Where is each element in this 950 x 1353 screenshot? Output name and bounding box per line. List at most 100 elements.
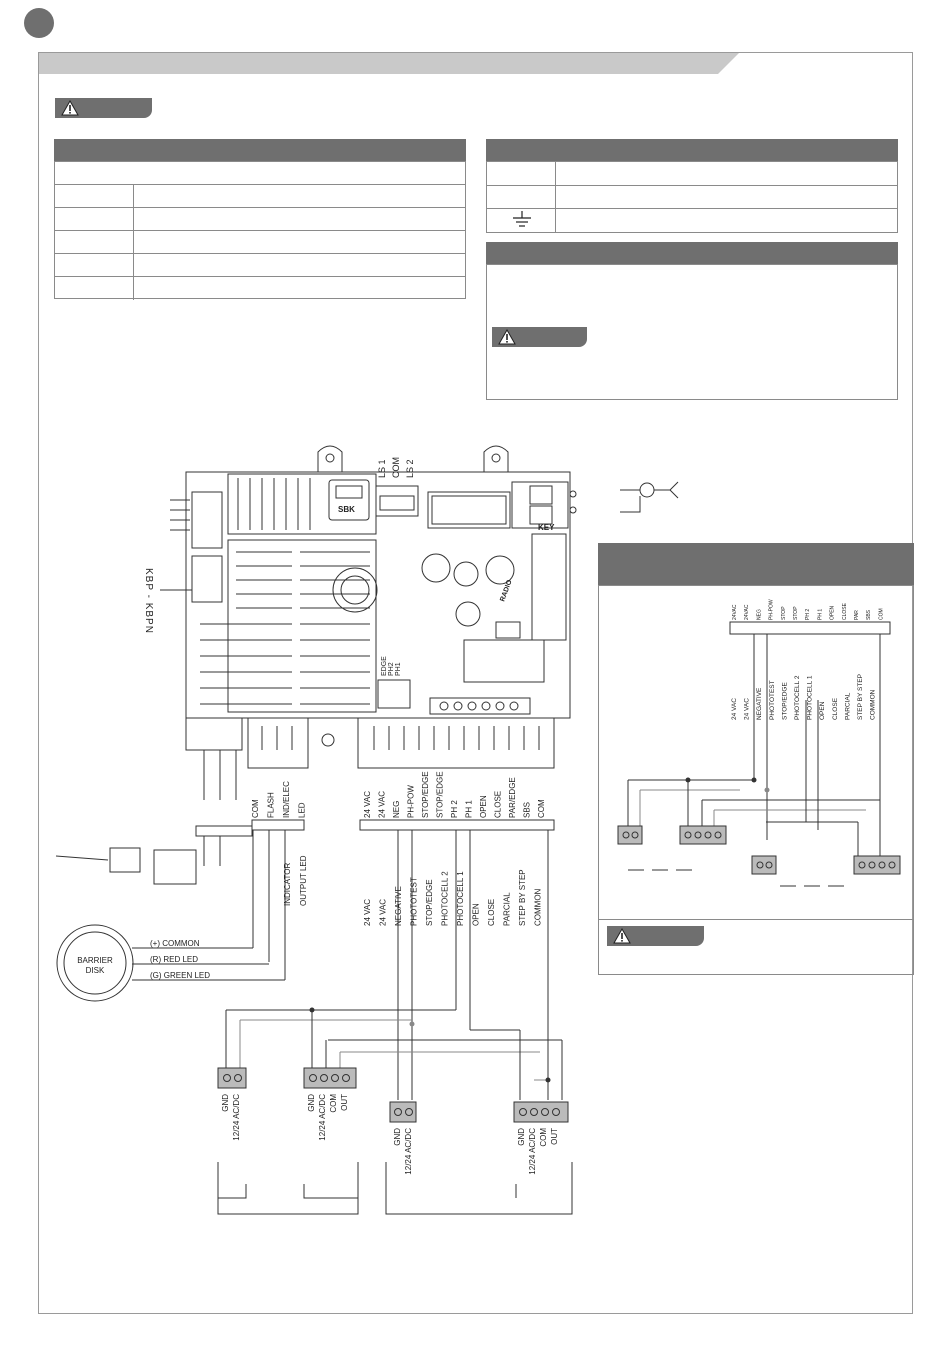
terminal-description: PHOTOCELL 1	[456, 871, 465, 926]
terminal-description: 24 VAC	[379, 899, 388, 926]
wire-label-green-led: (G) GREEN LED	[150, 971, 210, 980]
mini-terminal-label: NEG	[756, 609, 762, 620]
table-row	[487, 185, 897, 209]
sbk-label: SBK	[338, 505, 355, 514]
terminal-description: STEP BY STEP	[518, 869, 527, 926]
warning-triangle-icon	[613, 928, 631, 944]
section-header-band	[38, 52, 740, 74]
mini-terminal-label: CLOSE	[842, 602, 848, 620]
mini-terminal-description: PARCIAL	[844, 692, 851, 720]
photocell-pin-label: COM	[539, 1128, 548, 1147]
right-spec-table	[486, 161, 898, 233]
mini-terminal-label: STOP	[781, 606, 787, 620]
mini-terminal-label: SBS	[866, 609, 872, 620]
table-row	[487, 208, 897, 232]
limit-switch-label: LS 1	[377, 459, 387, 478]
photocell-pin-label: GND	[307, 1094, 316, 1112]
terminal-description: INDICATOR	[283, 863, 292, 906]
terminal-description: PARCIAL	[503, 892, 512, 926]
terminal-description: STOP/EDGE	[425, 879, 434, 926]
photocell-pin-label: COM	[329, 1094, 338, 1113]
mini-terminal-description: STEP BY STEP	[857, 674, 864, 720]
mini-terminal-label: STOP	[793, 606, 799, 620]
mini-terminal-description: NEGATIVE	[756, 687, 763, 720]
barrier-disk-title: BARRIER	[77, 956, 113, 965]
wire-label-common: (+) COMMON	[150, 939, 200, 948]
terminal-label: COM	[537, 799, 546, 818]
terminal-description: OUTPUT LED	[299, 855, 308, 906]
info-panel-header	[486, 242, 898, 264]
terminal-label: SBS	[523, 802, 532, 818]
left-table-header	[54, 139, 466, 161]
table-row	[55, 230, 465, 254]
terminal-description: PHOTOCELL 2	[441, 871, 450, 926]
table-row	[55, 276, 465, 300]
terminal-description: PHOTOTEST	[410, 877, 419, 926]
mini-terminal-label: PH-POW	[769, 599, 775, 620]
table-row	[55, 207, 465, 231]
mini-terminal-description: PHOTOTEST	[769, 680, 776, 720]
barrier-disk-subtitle: DISK	[86, 966, 105, 975]
limit-switch-label: COM	[391, 457, 401, 478]
terminal-label: IND/ELEC	[282, 781, 291, 818]
photocell-pin-label: OUT	[550, 1128, 559, 1145]
mini-terminal-description: CLOSE	[832, 697, 839, 720]
terminal-label: LED	[298, 802, 307, 818]
terminal-label: PH 1	[465, 800, 474, 818]
radio-label: RADIO	[499, 579, 513, 603]
terminal-label: FLASH	[267, 792, 276, 818]
wire-label-red-led: (R) RED LED	[150, 955, 198, 964]
limit-switch-label: LS 2	[405, 459, 415, 478]
mini-terminal-label: PH 1	[817, 609, 823, 620]
photocell-pin-label: GND	[393, 1128, 402, 1146]
earth-ground-icon	[513, 211, 531, 227]
warning-triangle-icon	[61, 100, 79, 116]
mini-terminal-description: PHOTOCELL 1	[807, 675, 814, 720]
terminal-description: OPEN	[472, 903, 481, 926]
photocell-pin-label: GND	[517, 1128, 526, 1146]
dip-switch-label: PH1	[395, 662, 402, 676]
photocell-pin-label: 12/24 AC/DC	[528, 1128, 537, 1175]
mini-terminal-description: 24 VAC	[744, 698, 751, 720]
mini-terminal-label: OPEN	[830, 605, 836, 620]
photocell-pin-label: 12/24 AC/DC	[232, 1094, 241, 1141]
mini-terminal-description: 24 VAC	[731, 698, 738, 720]
mini-terminal-label: 24VAC	[744, 604, 750, 620]
warning-badge-jumper	[492, 327, 587, 347]
photocell-pin-label: OUT	[340, 1094, 349, 1111]
dip-switch-label: PH2	[388, 662, 395, 676]
warning-badge-photocell	[607, 926, 704, 946]
table-row	[55, 253, 465, 277]
terminal-label: NEG	[392, 801, 401, 818]
terminal-label: COM	[251, 799, 260, 818]
divider	[598, 919, 914, 920]
terminal-label: PAR/EDGE	[508, 777, 517, 818]
left-spec-table	[54, 161, 466, 300]
terminal-description: 24 VAC	[363, 899, 372, 926]
info-panel	[486, 264, 898, 400]
mini-terminal-label: PH 2	[805, 609, 811, 620]
kbp-connector-label: KBP - KBPN	[143, 568, 154, 634]
terminal-label: 24 VAC	[378, 791, 387, 818]
table-row	[55, 184, 465, 208]
photocell-pin-label: GND	[221, 1094, 230, 1112]
mini-terminal-label: COM	[878, 608, 884, 620]
terminal-description: NEGATIVE	[394, 886, 403, 926]
terminal-label: CLOSE	[494, 791, 503, 818]
page-frame	[38, 52, 913, 1314]
photocell-pin-label: 12/24 AC/DC	[318, 1094, 327, 1141]
terminal-label: PH-POW	[407, 785, 416, 818]
mini-terminal-description: OPEN	[819, 701, 826, 720]
page-marker-dot	[24, 8, 54, 38]
terminal-label: STOP/EDGE	[436, 771, 445, 818]
photocell-panel	[598, 585, 914, 975]
dip-switch-label: EDGE	[381, 656, 388, 676]
warning-triangle-icon	[498, 329, 516, 345]
terminal-description: COMMON	[534, 888, 543, 926]
photocell-panel-header	[598, 543, 914, 585]
right-table-header	[486, 139, 898, 161]
mini-terminal-label: PAR	[854, 610, 860, 620]
warning-badge-main	[55, 98, 152, 118]
terminal-label: PH 2	[450, 800, 459, 818]
